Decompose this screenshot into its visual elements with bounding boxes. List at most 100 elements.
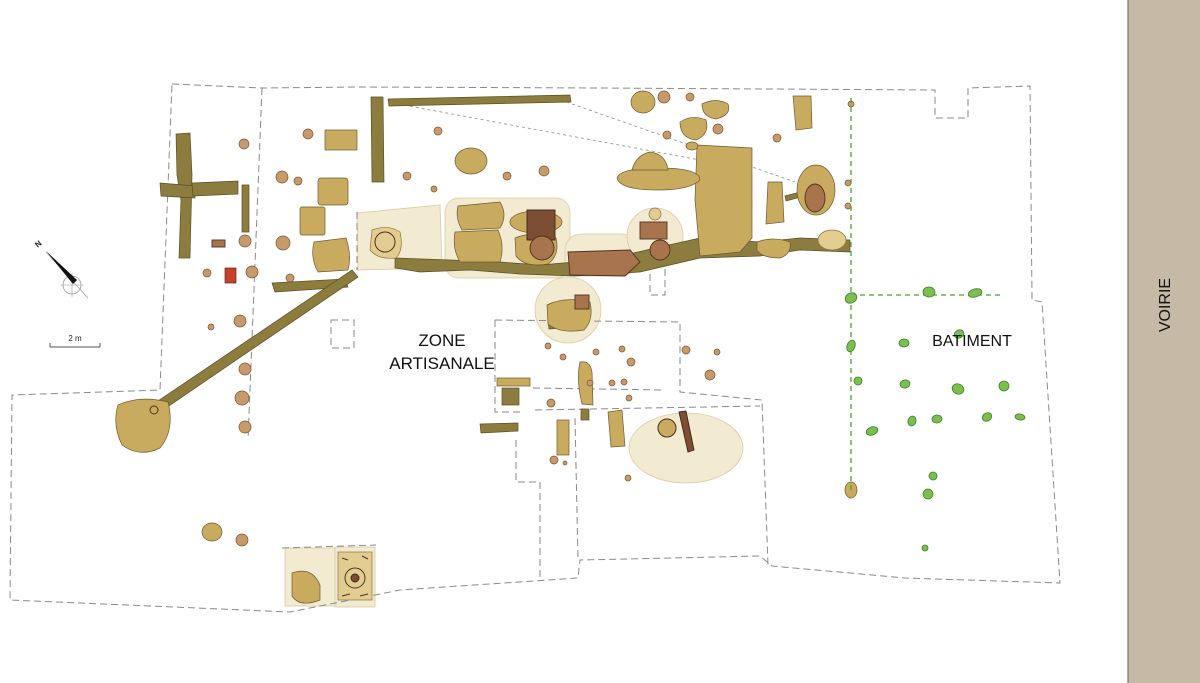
oven xyxy=(649,239,671,261)
section-line xyxy=(554,97,796,183)
voirie-band: VOIRIE xyxy=(1127,0,1200,683)
pit xyxy=(618,345,626,353)
hearth-core xyxy=(350,573,360,583)
hearth-structure xyxy=(526,209,556,241)
posthole xyxy=(899,379,911,389)
posthole xyxy=(931,414,943,424)
pit xyxy=(234,390,250,406)
ditch xyxy=(580,408,590,421)
pit-feature xyxy=(701,100,730,120)
north-label: N xyxy=(33,239,43,250)
hearth-structure xyxy=(574,294,590,310)
ditch xyxy=(370,96,385,183)
pit-feature xyxy=(578,361,594,406)
workshop-feature xyxy=(456,201,505,231)
posthole xyxy=(898,338,910,348)
map-labels: ZONE ARTISANALE BATIMENT xyxy=(389,331,1012,373)
posthole xyxy=(1014,413,1026,421)
mound-feature xyxy=(631,151,669,171)
posthole xyxy=(846,339,856,353)
pit-feature xyxy=(679,117,708,141)
pit xyxy=(844,179,852,187)
channel-structure xyxy=(567,249,641,277)
pit-feature xyxy=(817,229,847,251)
features xyxy=(115,90,858,604)
hearth-ring xyxy=(344,567,366,589)
oven-ring xyxy=(374,231,396,253)
posthole xyxy=(865,426,879,436)
ditch xyxy=(387,94,572,107)
pit xyxy=(586,379,594,387)
north-arrow-icon: N xyxy=(33,239,89,299)
trench-limit xyxy=(532,387,666,391)
pit-feature xyxy=(648,207,662,221)
pit xyxy=(275,235,291,251)
pit xyxy=(712,123,724,135)
ditch xyxy=(241,184,250,233)
postholes xyxy=(844,286,1026,552)
pit xyxy=(402,171,412,181)
posthole xyxy=(921,544,929,552)
pit xyxy=(608,379,616,387)
ditch xyxy=(151,269,359,413)
pit xyxy=(233,314,247,328)
pits xyxy=(202,90,855,547)
pit-feature xyxy=(756,238,791,259)
pit-marker xyxy=(657,418,677,438)
building-label: BATIMENT xyxy=(932,333,1012,350)
pit-feature xyxy=(630,90,656,114)
north-arrow-pointer xyxy=(46,251,77,284)
pit xyxy=(626,357,636,367)
posthole xyxy=(922,488,934,500)
small-structure xyxy=(211,239,226,248)
posthole xyxy=(844,292,858,304)
pit xyxy=(844,202,852,210)
pit-marker xyxy=(149,405,159,415)
pit xyxy=(713,348,721,356)
pit-feature xyxy=(765,181,785,225)
pit xyxy=(238,138,250,150)
posthole xyxy=(928,471,938,481)
pit-feature xyxy=(454,147,488,175)
pit xyxy=(502,171,512,181)
pit-feature xyxy=(291,570,321,604)
round-pit xyxy=(115,398,171,453)
pit xyxy=(681,345,691,355)
pit xyxy=(302,128,314,140)
pit-feature xyxy=(299,206,326,236)
pit-feature xyxy=(312,237,350,273)
sondage-limit xyxy=(330,319,355,349)
pit xyxy=(433,126,443,136)
pit xyxy=(275,170,289,184)
posthole xyxy=(922,286,936,298)
pit xyxy=(238,234,252,248)
pit xyxy=(685,92,695,102)
pit xyxy=(544,342,552,350)
hearth-hatching xyxy=(341,555,369,597)
large-structure xyxy=(694,144,753,257)
trench-limit xyxy=(281,544,377,549)
ditch xyxy=(271,278,349,293)
posthole xyxy=(981,412,993,422)
ditch xyxy=(501,387,520,406)
trench-limit xyxy=(574,417,579,561)
pit xyxy=(207,323,215,331)
pit xyxy=(662,130,672,140)
pit xyxy=(202,268,212,278)
pit-feature xyxy=(317,177,349,206)
pit-feature xyxy=(324,129,358,151)
pit xyxy=(238,362,252,376)
pit xyxy=(538,165,550,177)
sondage-limit xyxy=(649,261,666,296)
ditch xyxy=(191,180,239,197)
ditch xyxy=(159,182,196,199)
pit xyxy=(620,378,628,386)
posthole xyxy=(967,288,983,298)
pit xyxy=(430,185,438,193)
posthole xyxy=(951,383,965,395)
posthole xyxy=(853,376,863,386)
trench-limit xyxy=(534,405,761,411)
hearth-structure xyxy=(639,221,668,240)
zone-label-line1: ZONE xyxy=(418,331,465,350)
